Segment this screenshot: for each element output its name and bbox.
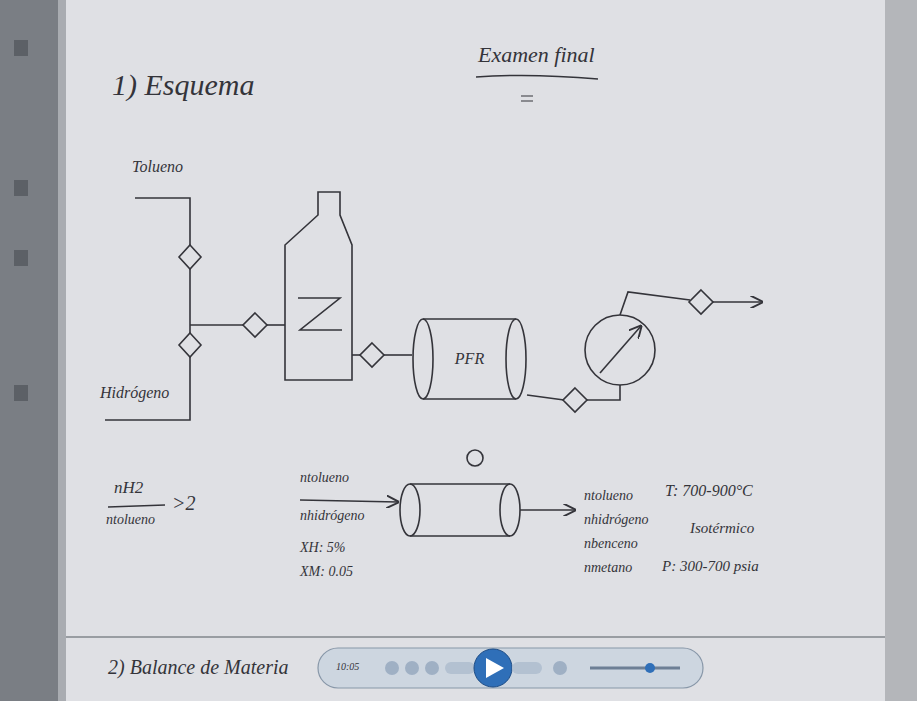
stream-label: Hidrógeno [100, 384, 169, 402]
furnace-symbol [285, 192, 352, 380]
cylinder-body [423, 319, 516, 399]
furnace-outlet [352, 354, 360, 356]
exchanger-diamond [360, 343, 384, 367]
outlet-flow: nhidrógeno [584, 512, 649, 528]
overhead-line [620, 292, 690, 315]
seek-button [445, 662, 475, 674]
exchanger-diamond [243, 313, 267, 337]
separator-feed [587, 385, 620, 400]
outlet-flow: nmetano [584, 560, 632, 576]
section-heading: 2) Balance de Materia [108, 656, 289, 679]
side-icon [14, 250, 28, 266]
volume-slider [590, 667, 680, 670]
separator-arrow [600, 326, 641, 373]
outlet-flow: ntolueno [584, 488, 633, 504]
toluene-line [189, 269, 191, 333]
title-underline [476, 75, 598, 79]
cooler-diamond [563, 388, 587, 412]
separator-symbol [585, 315, 655, 385]
media-button [425, 661, 439, 675]
side-icon [14, 385, 28, 401]
cylinder-end [413, 319, 433, 399]
reactor-cylinder: PFR [412, 318, 527, 400]
feed-line [267, 324, 285, 326]
side-icon [14, 40, 28, 56]
valve-diamond [689, 290, 713, 314]
reactor-cylinder-end [400, 484, 420, 536]
fraction-bar [108, 505, 165, 507]
compressor-diamond [179, 333, 201, 357]
node-text: PFR [455, 350, 484, 368]
furnace-coil [298, 298, 342, 330]
play-button [474, 649, 512, 687]
condition-note: P: 300-700 psia [662, 558, 759, 575]
left-edge-strip [0, 0, 58, 701]
volume-knob [645, 663, 655, 673]
side-icon [14, 180, 28, 196]
inlet-flow: nhidrógeno [300, 508, 365, 524]
outlet-arrow [520, 509, 575, 511]
inlet-flow: ntolueno [300, 470, 349, 486]
cylinder-end [506, 319, 526, 399]
section-heading: 1) Esquema [112, 68, 254, 103]
page-title: Examen final [478, 42, 595, 67]
feed-line [190, 324, 243, 326]
inlet-fraction: XM: 0.05 [300, 564, 353, 580]
stream-label: Tolueno [132, 158, 183, 176]
seek-button [512, 662, 542, 674]
media-button [405, 661, 419, 675]
play-icon [486, 658, 504, 678]
outlet-flow: nbenceno [584, 536, 638, 552]
equal-mark [521, 96, 533, 101]
left-edge-shade [58, 0, 66, 701]
ratio-value: >2 [172, 492, 196, 515]
reactor-feed-line [384, 354, 412, 356]
media-button [385, 661, 399, 675]
toluene-line [135, 198, 190, 245]
inlet-fraction: XH: 5% [300, 540, 346, 556]
small-circle [467, 450, 483, 466]
reactor-cylinder-end [500, 484, 520, 536]
condition-note: Isotérmico [690, 520, 754, 537]
pump-diamond [179, 245, 201, 269]
reactor-outlet [527, 395, 564, 400]
media-bar [318, 648, 703, 688]
right-edge-strip [885, 0, 917, 701]
media-button [553, 661, 567, 675]
time-readout: 10:05 [336, 661, 359, 673]
ratio-denominator: ntolueno [106, 512, 155, 528]
inlet-arrow [300, 500, 398, 502]
divider-line [66, 636, 885, 637]
condition-note: T: 700-900°C [665, 482, 753, 500]
product-arrow [713, 301, 762, 303]
ratio-numerator: nH2 [114, 478, 143, 498]
reactor-cylinder-body [410, 484, 510, 536]
